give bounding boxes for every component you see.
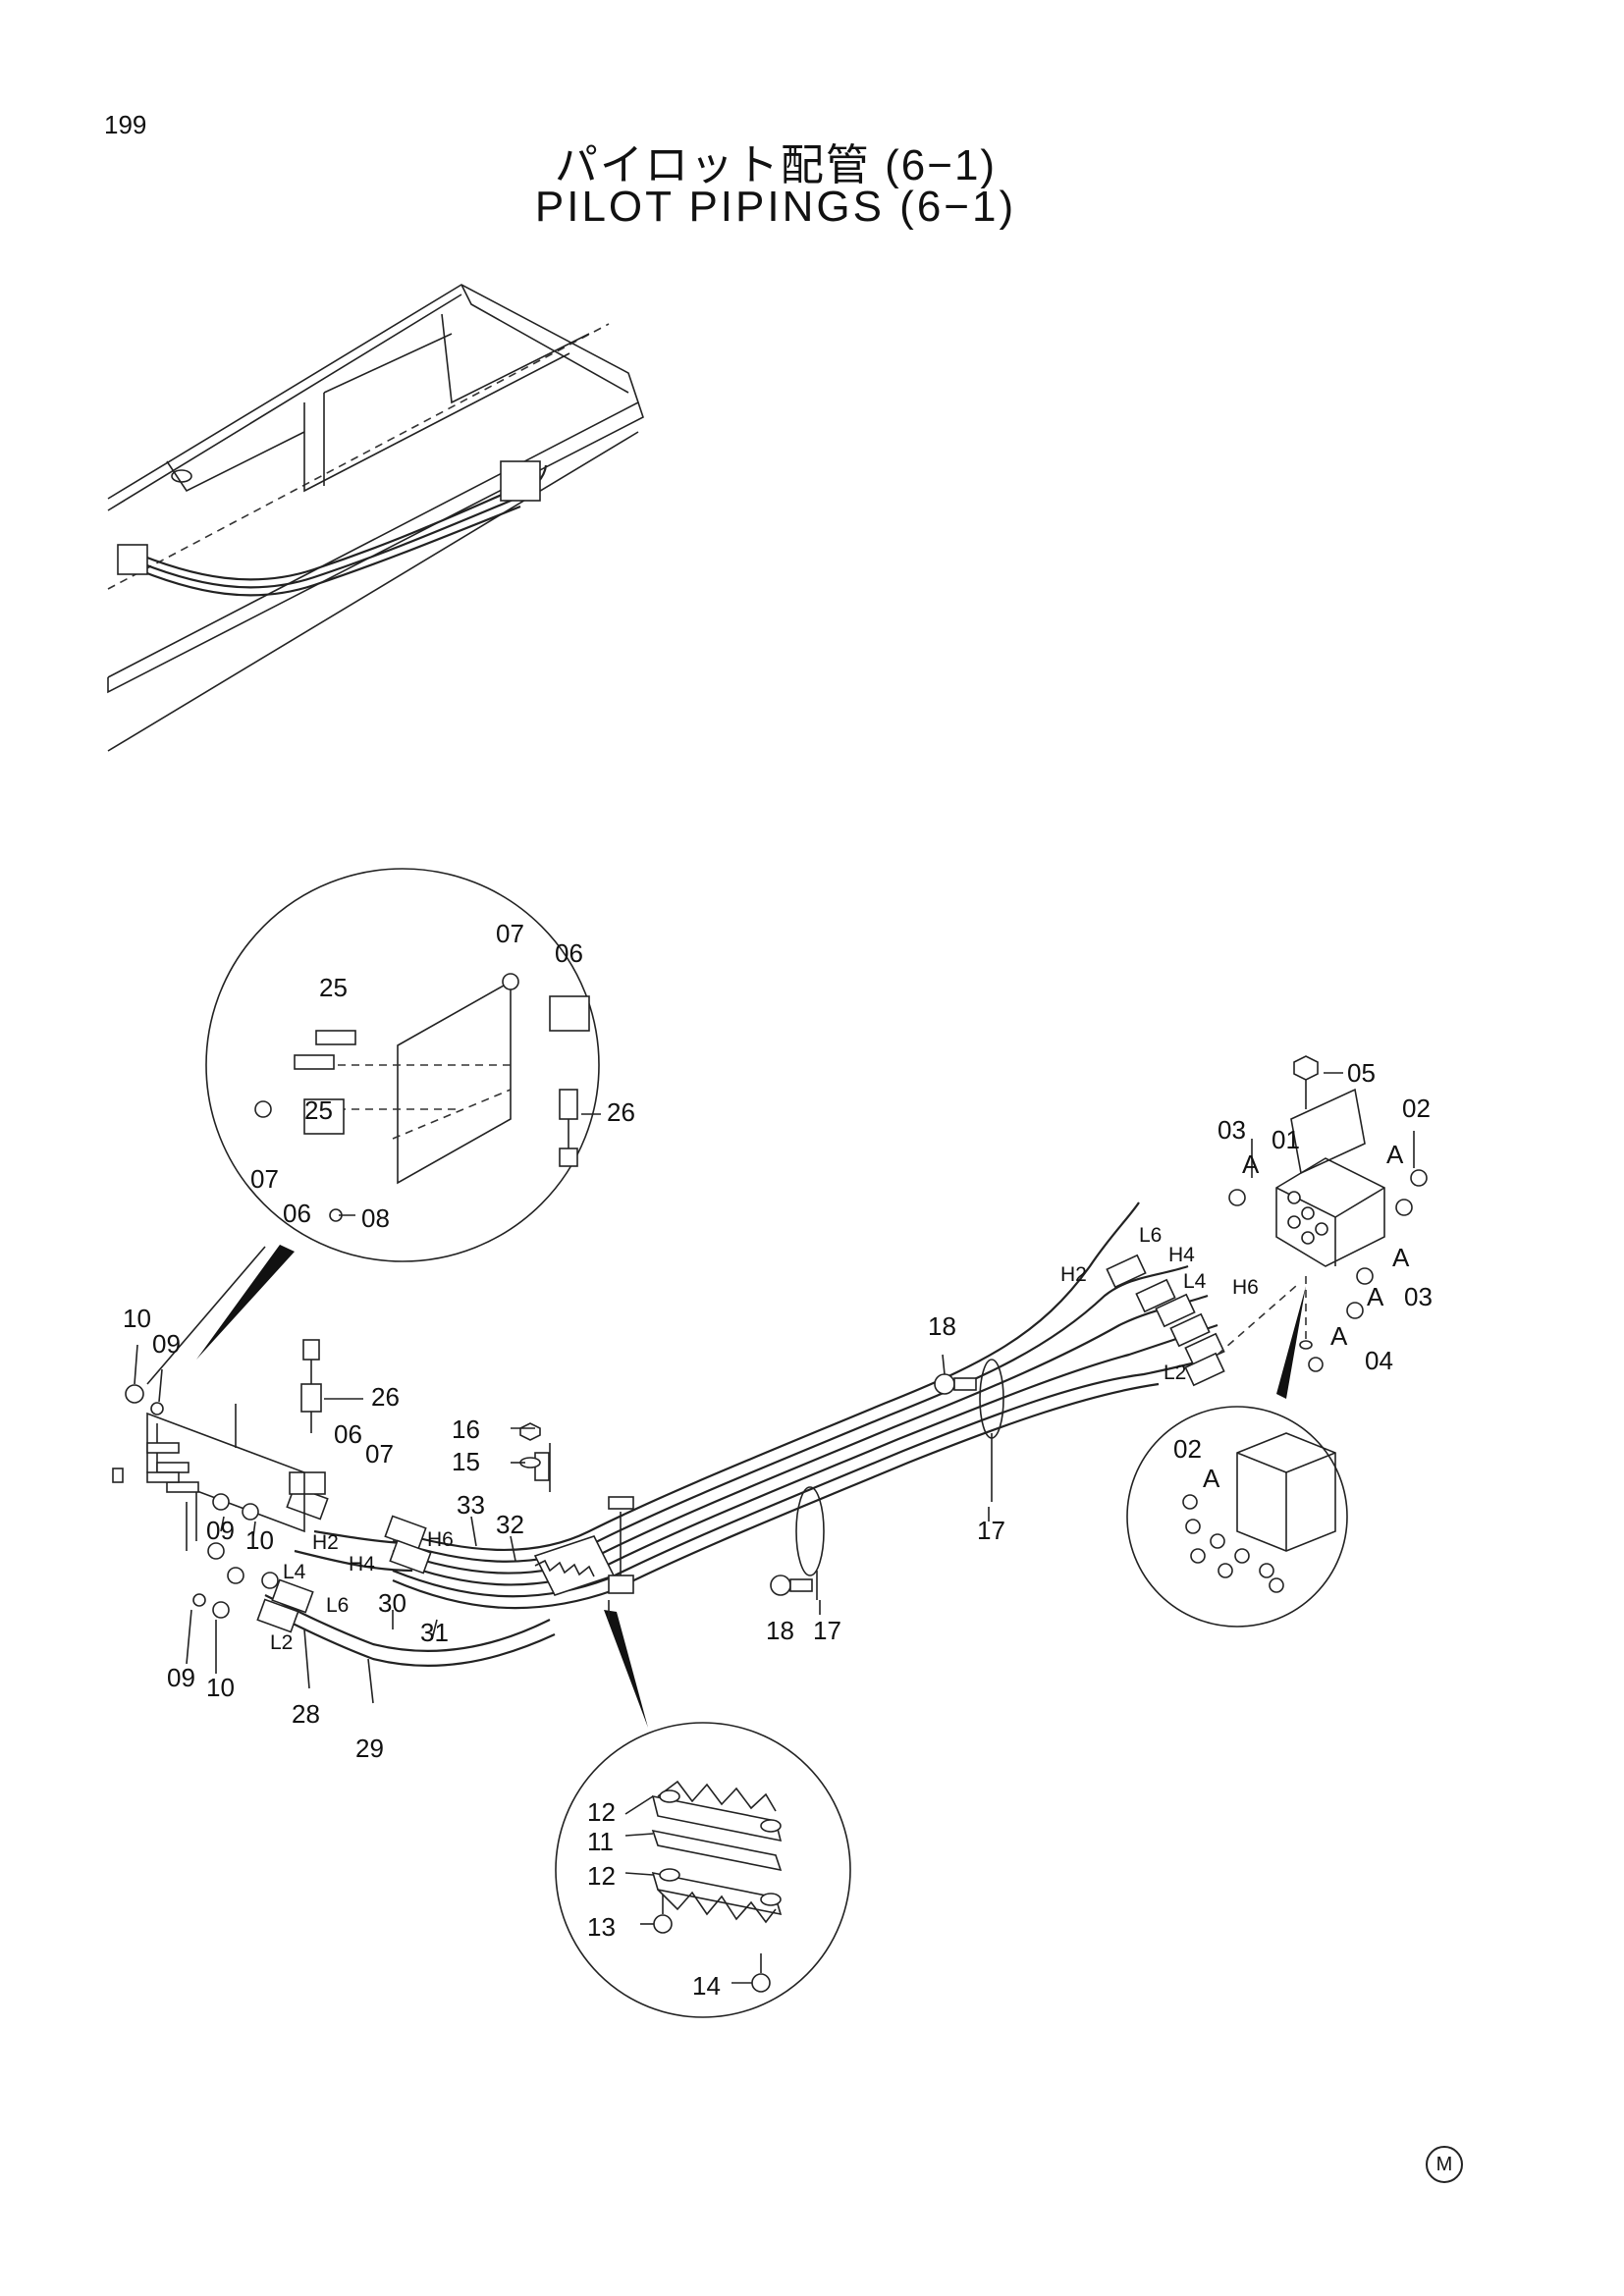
label-H6-left: H6 <box>427 1528 454 1551</box>
label-07-lower: 07 <box>250 1164 279 1194</box>
label-16: 16 <box>452 1415 480 1444</box>
label-01: 01 <box>1272 1125 1300 1154</box>
pilot-hose-bundle <box>264 1201 1218 1667</box>
detail-circle-valve-mount <box>146 868 601 1385</box>
label-32: 32 <box>496 1510 524 1539</box>
label-11: 11 <box>587 1827 614 1856</box>
label-12: 12 <box>587 1797 616 1827</box>
label-09-lower: 09 <box>167 1663 195 1692</box>
frame-overview-illustration <box>107 284 644 752</box>
label-02: 02 <box>1402 1094 1431 1123</box>
label-29: 29 <box>355 1734 384 1763</box>
label-06-main: 06 <box>334 1419 362 1449</box>
label-18-lower: 18 <box>766 1616 794 1645</box>
center-clamp <box>519 1422 648 1728</box>
label-03: 03 <box>1218 1115 1246 1145</box>
label-H2: H2 <box>1060 1263 1087 1286</box>
detail-circle-valve-block <box>1126 1286 1348 1628</box>
label-26: 26 <box>607 1097 635 1127</box>
label-L2-left: L2 <box>270 1631 293 1654</box>
label-H4: H4 <box>1168 1244 1195 1266</box>
label-L6: L6 <box>1139 1224 1162 1247</box>
label-H4-left: H4 <box>349 1553 375 1575</box>
label-L4-left: L4 <box>283 1561 306 1583</box>
label-06-lower: 06 <box>283 1199 311 1228</box>
label-L6-left: L6 <box>326 1594 349 1617</box>
label-H6: H6 <box>1232 1276 1259 1299</box>
label-02-detail: 02 <box>1173 1434 1202 1464</box>
label-L2: L2 <box>1164 1362 1186 1384</box>
label-28: 28 <box>292 1699 320 1729</box>
label-17-lower: 17 <box>813 1616 841 1645</box>
label-09: 09 <box>152 1329 181 1359</box>
label-12-lower: 12 <box>587 1861 616 1891</box>
label-10-lower: 10 <box>206 1673 235 1702</box>
label-10-middle: 10 <box>245 1525 274 1555</box>
label-13: 13 <box>587 1912 616 1942</box>
label-18: 18 <box>928 1311 956 1341</box>
label-05: 05 <box>1347 1058 1376 1088</box>
label-33: 33 <box>457 1490 485 1520</box>
label-15: 15 <box>452 1447 480 1476</box>
label-31: 31 <box>420 1618 449 1647</box>
label-14: 14 <box>692 1971 721 2001</box>
label-view-A-3: A <box>1392 1243 1410 1272</box>
left-fittings <box>256 1339 432 1633</box>
label-view-A-2: A <box>1386 1140 1404 1169</box>
right-hose-fittings <box>1106 1254 1297 1387</box>
left-valve-block <box>112 1384 305 1619</box>
label-04: 04 <box>1365 1346 1393 1375</box>
page-title-japanese: パイロット配管 (6−1) <box>554 141 998 189</box>
label-07: 07 <box>496 919 524 948</box>
middle-clamp-bracket <box>770 1359 1004 1600</box>
label-08: 08 <box>361 1203 390 1233</box>
label-17: 17 <box>977 1516 1005 1545</box>
label-30: 30 <box>378 1588 406 1618</box>
label-25: 25 <box>319 973 348 1002</box>
label-09-middle: 09 <box>206 1516 235 1545</box>
page-title-english: PILOT PIPINGS (6−1) <box>534 183 1017 231</box>
detail-circle-clamp <box>555 1722 851 2018</box>
page-number: 199 <box>104 110 147 139</box>
label-26-main: 26 <box>371 1382 400 1412</box>
label-06: 06 <box>555 938 583 968</box>
leader-lines <box>134 1072 1415 1704</box>
label-03-lower: 03 <box>1404 1282 1433 1311</box>
right-valve-block <box>1228 1055 1428 1372</box>
label-10: 10 <box>123 1304 151 1333</box>
label-view-A-5: A <box>1330 1321 1348 1351</box>
label-view-A: A <box>1242 1149 1260 1179</box>
label-view-A-4: A <box>1367 1282 1384 1311</box>
label-07-main: 07 <box>365 1439 394 1468</box>
manufacturer-mark: M <box>1426 2146 1463 2183</box>
label-H2-left: H2 <box>312 1531 339 1554</box>
label-view-A-detail: A <box>1203 1464 1220 1493</box>
label-25-lower: 25 <box>304 1095 333 1125</box>
label-L4: L4 <box>1183 1270 1207 1293</box>
